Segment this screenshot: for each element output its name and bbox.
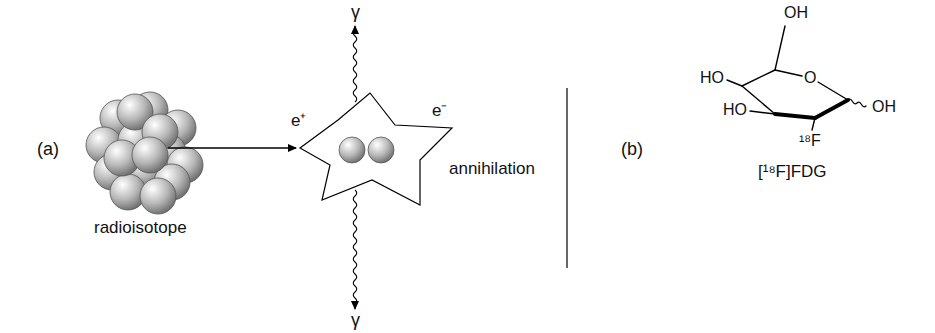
electron-sphere (368, 137, 394, 163)
annihilation-star (300, 93, 452, 205)
panel-label: (a) (37, 140, 59, 160)
panel-label: (b) (621, 140, 643, 160)
atom-label: O (804, 69, 816, 87)
atom-label: ¹⁸F (799, 132, 821, 150)
nucleon-sphere (132, 137, 168, 173)
gamma-label: γ (351, 311, 360, 331)
gamma-label: γ (351, 3, 360, 23)
particle-label: e⁺ (291, 112, 306, 131)
divider-line (566, 88, 567, 268)
gamma-wave (353, 190, 357, 309)
emission-arrow (168, 147, 296, 149)
nucleus-spheres (86, 92, 203, 214)
process-label: annihilation (449, 160, 535, 179)
gamma-wave (353, 26, 357, 102)
atom-label: HO (723, 101, 747, 119)
atom-label: OH (872, 98, 896, 116)
positron-sphere (339, 137, 365, 163)
nucleon-sphere (140, 178, 176, 214)
fdg-bonds (727, 26, 866, 130)
compound-label: [¹⁸F]FDG (758, 163, 827, 182)
atom-label: HO (700, 69, 724, 87)
atom-label: OH (784, 4, 808, 22)
caption-label: radioisotope (94, 219, 187, 238)
particle-label: e⁻ (432, 102, 447, 121)
